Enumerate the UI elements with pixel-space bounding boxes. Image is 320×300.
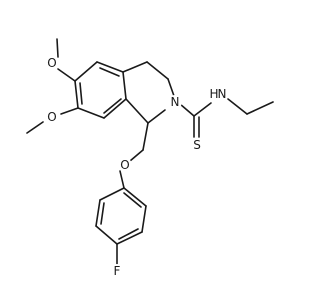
bond: [227, 98, 248, 115]
bond: [103, 98, 127, 119]
bond: [246, 101, 274, 115]
atom-label-nitrogen: N: [218, 87, 227, 101]
bond: [122, 61, 148, 73]
bond: [123, 187, 147, 207]
bond: [96, 61, 124, 73]
bond-double-inner: [118, 228, 139, 240]
label-background: [45, 56, 59, 70]
bond: [129, 149, 144, 162]
atom-label-oxygen: O: [47, 110, 56, 124]
bond-layer: [26, 38, 274, 265]
bond: [167, 78, 175, 97]
atom-label-layer: O O N H N S O F: [45, 56, 226, 278]
bond: [95, 225, 118, 245]
bond: [122, 71, 127, 100]
bond: [57, 68, 76, 82]
bond: [74, 61, 98, 82]
bond: [193, 102, 212, 117]
bond: [142, 122, 149, 151]
bond-double-inner: [79, 82, 83, 105]
atom-label-oxygen: O: [47, 56, 56, 70]
atom-label-nitrogen: N: [171, 95, 180, 109]
bond: [99, 187, 125, 201]
bond: [119, 170, 125, 189]
bond: [147, 109, 166, 124]
bond: [74, 80, 79, 109]
label-background: [190, 138, 204, 152]
atom-label-fluorine: F: [114, 264, 121, 278]
bond: [56, 38, 59, 58]
bond: [116, 231, 143, 245]
bond: [141, 205, 147, 233]
molecule-structure-diagram: O O N H N S O F: [26, 38, 274, 278]
label-background: [168, 95, 182, 109]
bond-double-inner: [103, 98, 122, 114]
bond-double-inner: [99, 67, 120, 77]
atom-label-sulfur: S: [193, 138, 201, 152]
bond: [60, 107, 79, 115]
bond: [125, 98, 149, 124]
bond: [146, 61, 169, 80]
bond-double-inner: [100, 202, 105, 225]
bond: [77, 107, 105, 119]
label-background: [45, 110, 59, 124]
label-background: [118, 158, 132, 172]
bond: [95, 199, 101, 227]
bond: [179, 103, 195, 117]
bond: [26, 121, 44, 134]
atom-label-hydrogen: H: [209, 87, 218, 101]
bond-double-inner: [123, 192, 142, 208]
label-background: [110, 264, 124, 278]
atom-label-oxygen: O: [120, 158, 129, 172]
